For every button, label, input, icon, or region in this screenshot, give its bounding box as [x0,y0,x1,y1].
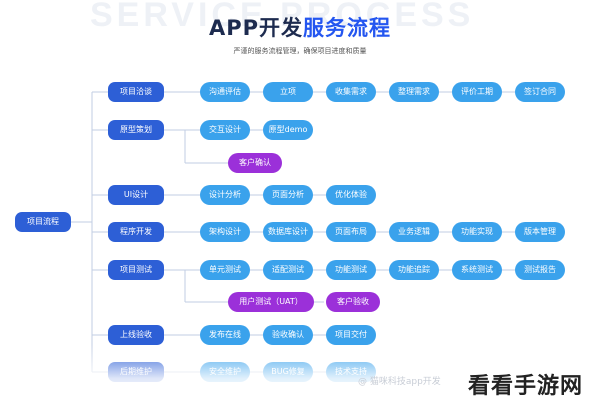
step-node[interactable]: 页面布局 [326,222,376,242]
step-node[interactable]: 版本管理 [515,222,565,242]
site-watermark: 看看手游网 [468,374,584,399]
step-node[interactable]: 签订合同 [515,82,565,102]
step-node[interactable]: 优化体验 [326,185,376,205]
step-node[interactable]: 业务逻辑 [389,222,439,242]
background-watermark-text: SERVICE PROCESS [90,0,475,34]
step-node[interactable]: 评价工期 [452,82,502,102]
step-node[interactable]: 原型demo [263,120,313,140]
step-node[interactable]: 收集需求 [326,82,376,102]
source-watermark: @ 猫咪科技app开发 [358,377,441,387]
step-node[interactable]: 项目交付 [326,325,376,345]
stage-node[interactable]: UI设计 [108,185,164,205]
stage-node[interactable]: 上线验收 [108,325,164,345]
step-node[interactable]: 验收确认 [263,325,313,345]
step-node[interactable]: 发布在线 [200,325,250,345]
step-node[interactable]: 整理需求 [389,82,439,102]
stage-node[interactable]: 项目洽谈 [108,82,164,102]
title-part2: 服务流程 [303,16,392,40]
step-node[interactable]: 数据库设计 [263,222,313,242]
stage-node[interactable]: 程序开发 [108,222,164,242]
step-node[interactable]: 系统测试 [452,260,502,280]
title-part1: APP开发 [208,16,304,40]
stage-node[interactable]: 项目测试 [108,260,164,280]
step-node[interactable]: 沟通评估 [200,82,250,102]
page-subtitle: 严谨的服务流程管理，确保项目进度和质量 [233,47,367,55]
step-node[interactable]: 测试报告 [515,260,565,280]
step-node[interactable]: 功能追踪 [389,260,439,280]
confirm-step-node[interactable]: 客户确认 [228,153,282,173]
step-node[interactable]: 架构设计 [200,222,250,242]
confirm-step-node[interactable]: 用户测试（UAT） [228,292,314,312]
step-node[interactable]: 单元测试 [200,260,250,280]
root-node[interactable]: 项目流程 [15,212,71,232]
step-node[interactable]: 页面分析 [263,185,313,205]
stage-node[interactable]: 原型策划 [108,120,164,140]
step-node[interactable]: 设计分析 [200,185,250,205]
step-node[interactable]: 功能测试 [326,260,376,280]
bottom-fade [0,345,600,401]
page-title: APP开发服务流程 [0,12,600,42]
step-node[interactable]: 交互设计 [200,120,250,140]
step-node[interactable]: 功能实现 [452,222,502,242]
step-node[interactable]: 立项 [263,82,313,102]
step-node[interactable]: 适配测试 [263,260,313,280]
confirm-step-node[interactable]: 客户验收 [326,292,380,312]
